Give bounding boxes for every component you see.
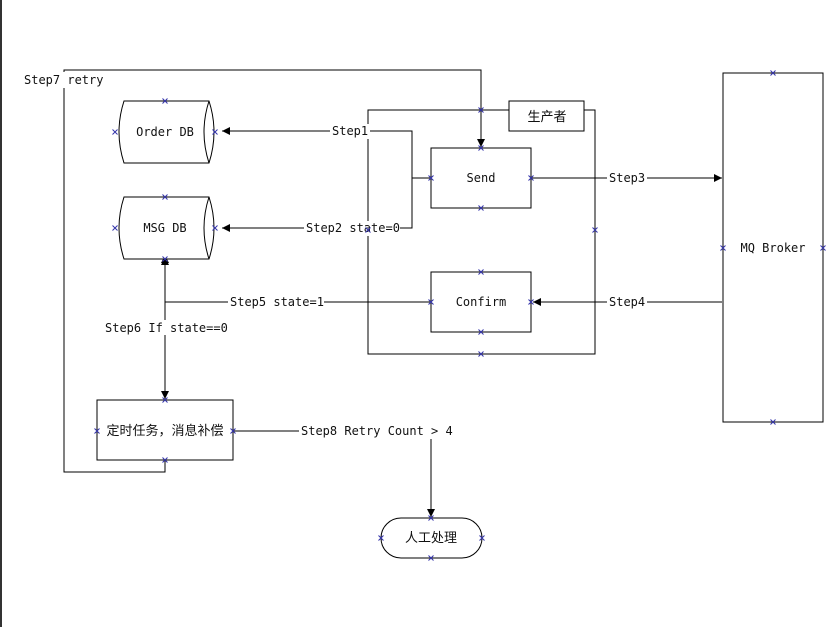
connection-point-marker (365, 227, 371, 233)
edge-labels: Step7 retry Step1 Step2 state=0 Step3 St… (22, 72, 647, 439)
connection-point-marker (378, 535, 384, 541)
send-node: Send (430, 147, 532, 209)
connection-point-marker (112, 129, 118, 135)
connection-point-marker (720, 245, 726, 251)
connection-point-marker (478, 107, 484, 113)
edge-step1 (222, 127, 430, 179)
connection-point-marker (428, 299, 434, 305)
confirm-label: Confirm (456, 295, 507, 309)
connection-point-marker (478, 269, 484, 275)
connection-point-marker (478, 329, 484, 335)
connection-point-marker (428, 515, 434, 521)
step4-label: Step4 (609, 295, 645, 309)
connection-point-marker (212, 225, 218, 231)
connection-point-marker (162, 98, 168, 104)
manual-label: 人工处理 (405, 531, 457, 546)
connection-point-marker (770, 419, 776, 425)
confirm-node: Confirm (430, 271, 532, 333)
connection-point-marker (94, 428, 100, 434)
step8-label: Step8 Retry Count > 4 (301, 424, 453, 438)
connection-point-marker (162, 397, 168, 403)
edge-step2 (222, 178, 413, 232)
mq-broker-node: MQ Broker (722, 72, 824, 423)
connection-point-marker (820, 245, 826, 251)
msg-db-label: MSG DB (143, 221, 186, 235)
connection-points (94, 70, 826, 561)
manual-node: 人工处理 (380, 517, 483, 559)
connection-point-marker (528, 175, 534, 181)
send-label: Send (467, 171, 496, 185)
connection-point-marker (770, 70, 776, 76)
msg-db-node: MSG DB (118, 196, 215, 260)
scheduler-label: 定时任务，消息补偿 (106, 423, 223, 439)
producer-node: 生产者 (508, 100, 585, 132)
connection-point-marker (478, 145, 484, 151)
connection-point-marker (162, 256, 168, 262)
step7-label: Step7 retry (24, 73, 103, 87)
connection-point-marker (112, 225, 118, 231)
scheduler-node: 定时任务，消息补偿 (96, 399, 234, 461)
step6-label: Step6 If state==0 (105, 321, 228, 335)
connection-point-marker (428, 175, 434, 181)
connection-point-marker (478, 205, 484, 211)
order-db-node: Order DB (118, 100, 215, 164)
connection-point-marker (592, 227, 598, 233)
step2-label: Step2 state=0 (306, 221, 400, 235)
connection-point-marker (528, 299, 534, 305)
connection-point-marker (478, 351, 484, 357)
connection-point-marker (162, 457, 168, 463)
connection-point-marker (212, 129, 218, 135)
connection-point-marker (428, 555, 434, 561)
mq-broker-label: MQ Broker (740, 241, 805, 255)
edge-step8 (233, 430, 435, 517)
producer-label: 生产者 (527, 110, 566, 125)
edge-step7-retry (63, 69, 485, 473)
connection-point-marker (230, 428, 236, 434)
step1-label: Step1 (332, 124, 368, 138)
step5-label: Step5 state=1 (230, 295, 324, 309)
order-db-label: Order DB (136, 125, 194, 139)
connection-point-marker (162, 194, 168, 200)
connection-point-marker (479, 535, 485, 541)
step3-label: Step3 (609, 171, 645, 185)
